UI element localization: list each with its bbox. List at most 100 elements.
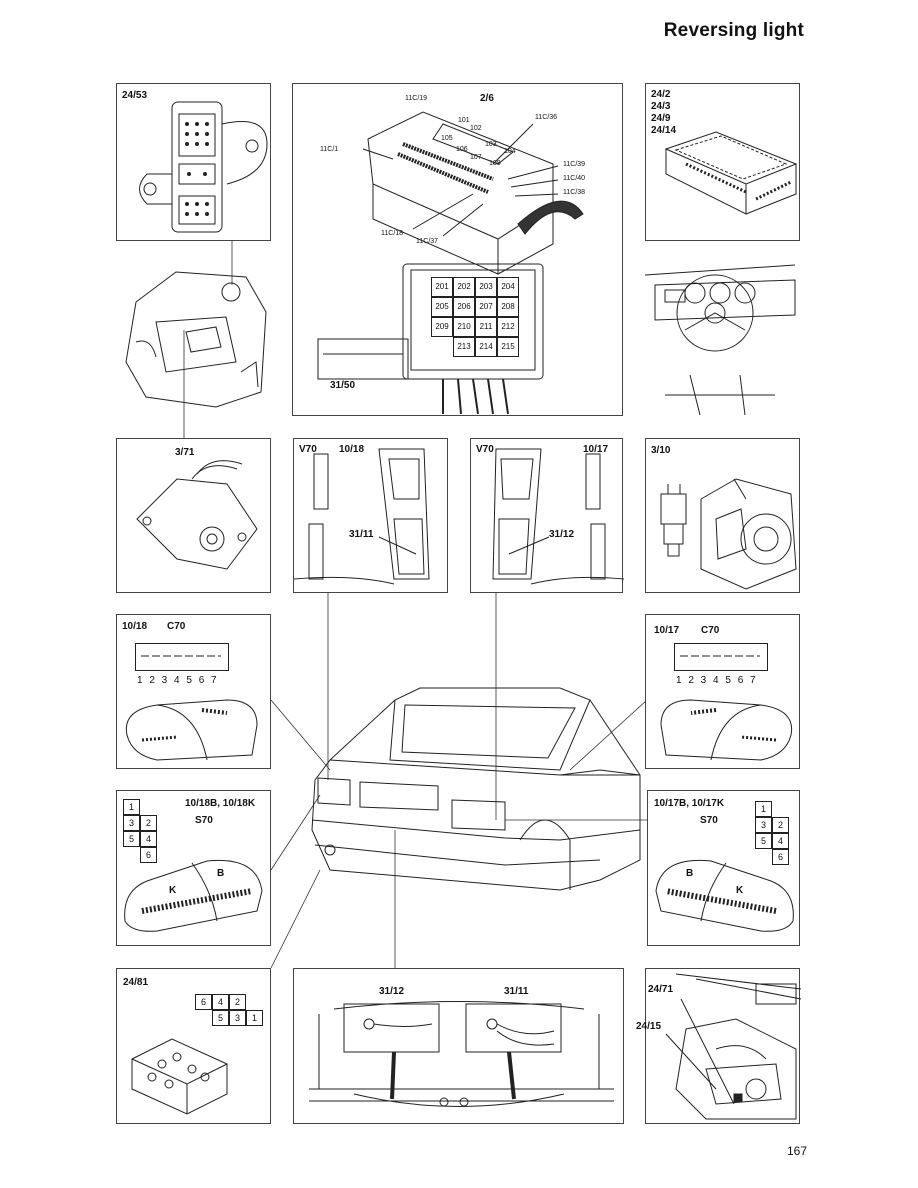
panel-label: 24/3 [651,101,671,112]
sub-label: 31/11 [349,529,374,540]
panel-label: 10/17 [583,444,609,455]
callout: 11C/19 [405,95,428,102]
pin: 5 [755,833,772,849]
pin: 3 [755,817,772,833]
pin: 2 [140,815,157,831]
pin: 6 [772,849,789,865]
relay: 202 [453,277,475,297]
callout: 11C/38 [563,189,586,196]
panel-2-6-central-electronic-module: 2/6 11C/19 11C/36 11C/1 11C/39 11C/40 11… [292,83,623,416]
label-stack: 24/2 24/3 24/9 24/14 [651,89,676,137]
pin-numbers: 1 2 3 4 5 6 7 [137,675,219,686]
fuse: 105 [441,135,453,142]
pin: 1 [123,799,140,815]
pin-numbers: 1 2 3 4 5 6 7 [676,675,758,686]
ground-label-left: 31/12 [379,986,405,997]
relay: 215 [497,337,519,357]
panel-10-17b-s70: 10/17B, 10/17K S70 1 3 2 5 4 6 B K [647,790,800,946]
relay: 214 [475,337,497,357]
c70-left-lamp-drawing [125,655,258,761]
panel-10-18-c70: 10/18 C70 1 2 3 4 5 6 7 [116,614,271,769]
relay: 201 [431,277,453,297]
panel-10-18b-s70: 10/18B, 10/18K S70 1 3 2 5 4 6 B K [116,790,271,946]
fuse: 103 [485,141,497,148]
relay: 213 [453,337,475,357]
pin-row-2: 5 3 1 [212,1010,263,1026]
v70-right-drawing [492,448,625,585]
panel-3-10: 3/10 [645,438,800,593]
panel-24-2-fuse-box: 24/2 24/3 24/9 24/14 [645,83,800,241]
sub-label: 31/12 [549,529,575,540]
panel-engine-bay: 24/71 24/15 [636,968,802,1124]
panel-10-17-v70: V70 10/17 31/12 [470,438,625,593]
pin-row-1: 6 4 2 [195,994,246,1010]
panel-label: 10/18 [122,621,148,632]
relay: 203 [475,277,497,297]
fuse: 108 [489,160,501,167]
panel-label: 2/6 [480,93,494,104]
connector-box [674,643,768,671]
panel-label: 24/14 [651,125,677,136]
b-label: B [217,868,225,879]
relay: 209 [431,317,453,337]
switch-drawing [136,460,258,570]
panel-label: 10/17B, 10/17K [654,798,725,809]
fuse: 107 [470,154,482,161]
relay: 208 [497,297,519,317]
callout: 11C/39 [563,161,586,168]
relay: 210 [453,317,475,337]
callout: 11C/37 [416,238,439,245]
model-label: V70 [299,444,317,455]
model-label: S70 [195,815,213,826]
relay: 206 [453,297,475,317]
label-a: 24/71 [648,984,674,995]
callout: 11C/1 [320,146,339,153]
ground-drawing [309,1001,614,1107]
connector-24-81-drawing [131,1038,228,1115]
relay: 211 [475,317,497,337]
fuse: 102 [470,125,482,132]
sub-label: 31/50 [330,380,356,391]
pin: 5 [123,831,140,847]
pin: 1 [246,1010,263,1026]
panel-24-53: 24/53 [116,83,271,241]
relay: 212 [497,317,519,337]
pin-grid: 1 3 2 5 4 6 [755,801,789,865]
page-title: Reversing light [663,20,804,41]
k-label: K [736,885,744,896]
panel-label: 24/81 [123,977,149,988]
pin: 5 [212,1010,229,1026]
panel-label: 10/18 [339,444,365,455]
callout: 11C/36 [535,114,558,121]
pin: 4 [140,831,157,847]
gearbox-drawing [116,262,271,412]
panel-label: 10/17 [654,625,680,636]
fuse: 104 [504,148,516,155]
panel-label: 3/10 [651,445,671,456]
module-drawing [317,111,584,415]
pin: 6 [195,994,212,1010]
pin: 4 [212,994,229,1010]
page-number: 167 [787,1144,808,1158]
callout: 11C/18 [381,230,404,237]
model-label: S70 [700,815,718,826]
label-b: 24/15 [636,1021,662,1032]
panel-ground-points: 31/12 31/11 [293,968,624,1124]
ground-label-right: 31/11 [504,986,529,997]
relay-grid: 201 202 203 204 205 206 207 208 209 210 … [431,277,521,357]
dashboard-drawing [644,255,800,416]
model-label: C70 [167,621,186,632]
c70-right-lamp-drawing [660,655,793,761]
pin: 1 [755,801,772,817]
pin: 4 [772,833,789,849]
pin: 6 [140,847,157,863]
relay: 207 [475,297,497,317]
fuse: 101 [458,117,470,124]
engine-drawing [665,973,802,1120]
fuse: 106 [456,146,468,153]
connector-24-53-drawing [139,101,268,233]
model-label: C70 [701,625,720,636]
panel-10-17-c70: 10/17 C70 1 2 3 4 5 6 7 [645,614,800,769]
s70-right-lamp-drawing [655,859,794,932]
model-label: V70 [476,444,494,455]
